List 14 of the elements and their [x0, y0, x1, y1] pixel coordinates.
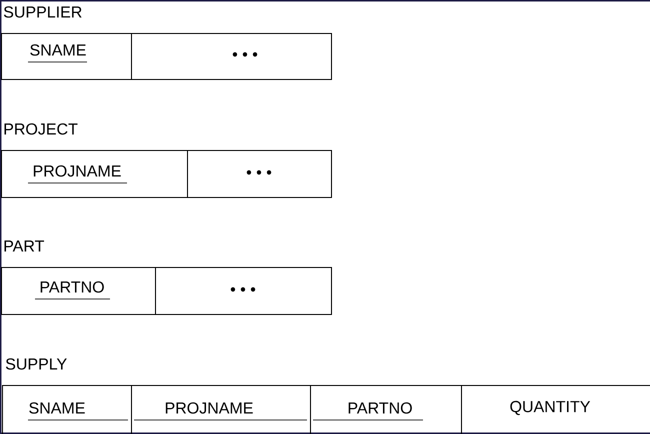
node-label: PROJECT — [4, 123, 78, 135]
attribute-cell: QUANTITY — [461, 385, 650, 434]
attribute-cell: PROJNAME — [1, 150, 188, 198]
attribute-cell: PARTNO — [1, 267, 156, 315]
attribute-cell: • • • — [155, 267, 332, 315]
node-label: SUPPLIER — [4, 6, 82, 18]
attribute-cell: SNAME — [2, 385, 132, 434]
attribute-cell: PARTNO — [310, 385, 462, 434]
node-label: SUPPLY — [6, 358, 67, 370]
attribute-cell: SNAME — [1, 33, 132, 80]
attribute-cell: • • • — [187, 150, 332, 198]
attribute-cell: • • • — [131, 33, 332, 80]
attribute-cell: PROJNAME — [131, 385, 311, 434]
node-label: PART — [4, 240, 44, 252]
